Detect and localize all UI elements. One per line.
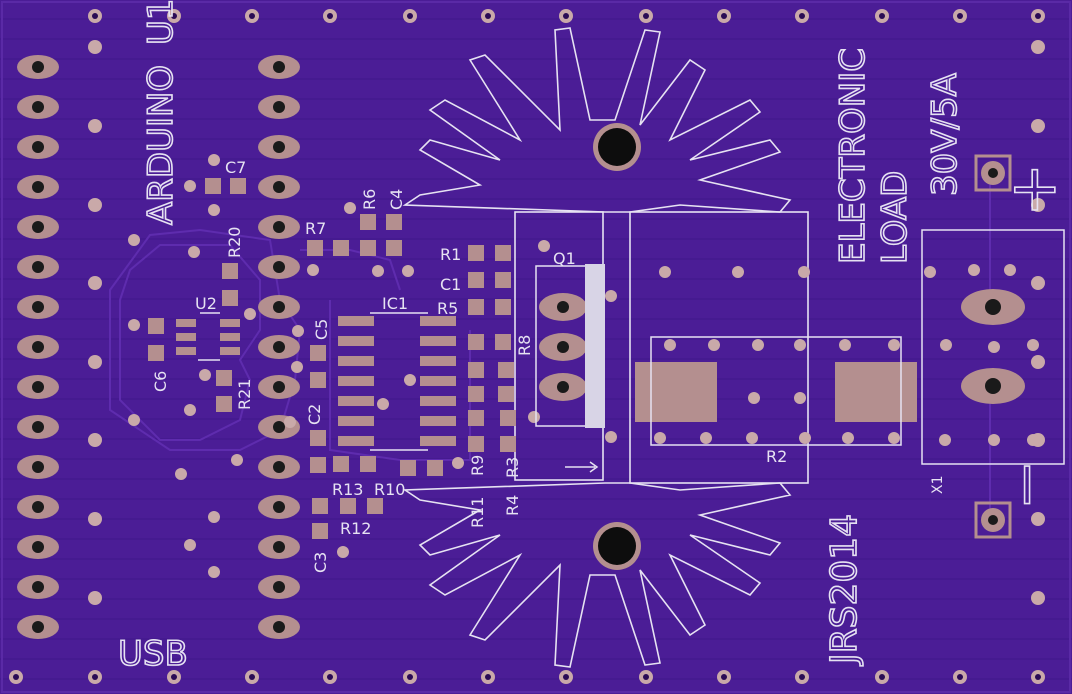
load-label: LOAD <box>875 171 915 264</box>
r5-label: R5 <box>437 299 458 318</box>
c1-label: C1 <box>440 275 461 294</box>
c6-label: C6 <box>151 371 170 392</box>
plus-label: + <box>1008 152 1062 226</box>
author-label: JRS2014 <box>824 514 865 666</box>
r10-label: R10 <box>374 480 405 499</box>
r20-label: R20 <box>225 227 244 258</box>
r6-label: R6 <box>360 189 379 210</box>
c2-label: C2 <box>305 404 324 425</box>
arduino-header-right <box>258 55 300 639</box>
r21-label: R21 <box>235 379 254 410</box>
r2-label: R2 <box>766 447 787 466</box>
q1-pads <box>535 264 605 428</box>
c3-label: C3 <box>311 552 330 573</box>
usb-label: USB <box>118 634 188 674</box>
u1-label: U1 <box>141 0 181 45</box>
q1-label: Q1 <box>553 249 576 268</box>
r7-label: R7 <box>305 219 326 238</box>
r13-label: R13 <box>332 480 363 499</box>
via-holes <box>13 13 1041 680</box>
ic1-label: IC1 <box>382 294 408 313</box>
minus-label: − <box>991 460 1061 510</box>
c7-label: C7 <box>225 158 246 177</box>
r2-outline <box>650 336 902 446</box>
x1-terminal <box>921 154 1065 539</box>
c4-label: C4 <box>387 189 406 210</box>
heatsink-outline <box>402 27 809 668</box>
c5-label: C5 <box>312 319 331 340</box>
u2-label: U2 <box>195 294 217 313</box>
rating-label: 30V/5A <box>925 73 965 196</box>
x1-label: X1 <box>930 476 946 495</box>
smd-pads <box>148 178 917 539</box>
r3-label: R3 <box>503 457 522 478</box>
r9-label: R9 <box>468 455 487 476</box>
arduino-header-left <box>17 55 59 639</box>
arduino-label: ARDUINO <box>141 65 181 225</box>
r11-label: R11 <box>468 497 487 528</box>
r1-label: R1 <box>440 245 461 264</box>
vias <box>9 9 1045 684</box>
mounting-holes <box>593 123 641 570</box>
r8-label: R8 <box>515 335 534 356</box>
r12-label: R12 <box>340 519 371 538</box>
electronic-label: ELECTRONIC <box>833 48 873 264</box>
r4-label: R4 <box>503 495 522 516</box>
